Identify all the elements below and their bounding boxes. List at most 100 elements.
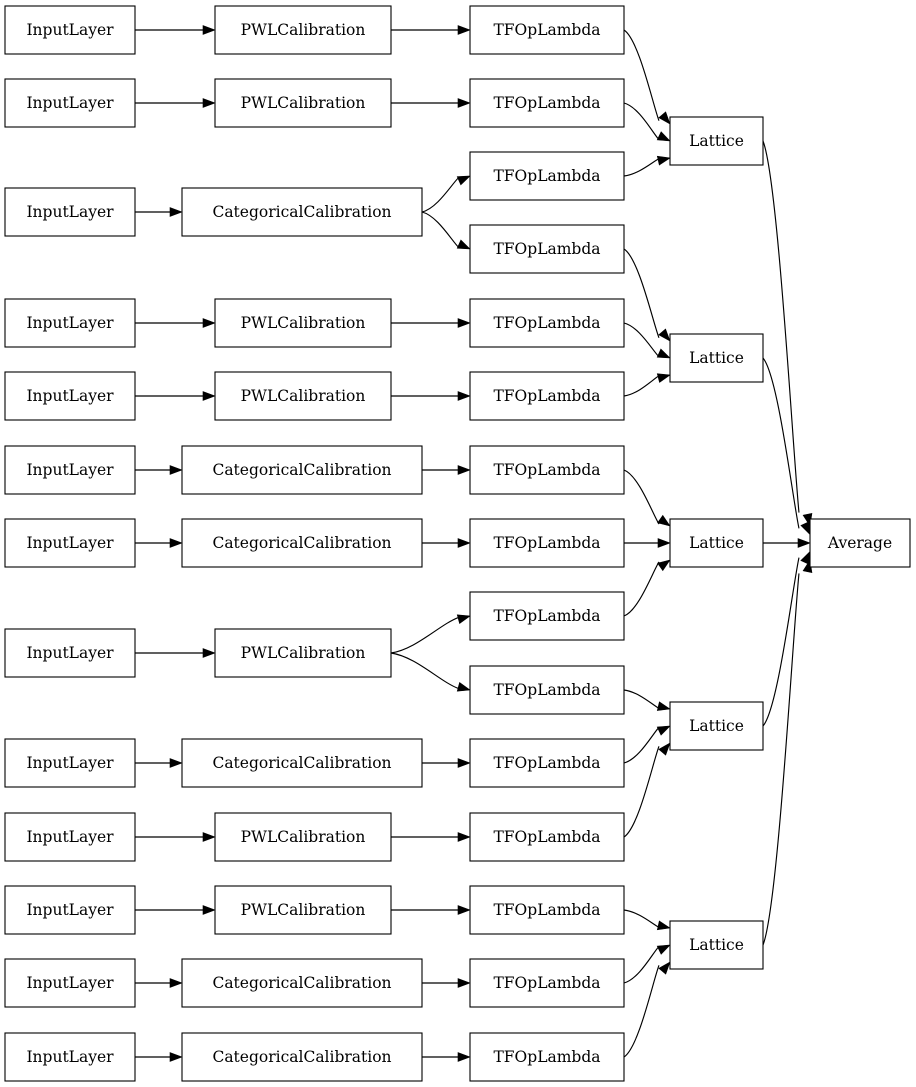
input-layer-node[interactable]: InputLayer <box>4 812 136 862</box>
tfoplambda-node-box[interactable] <box>469 151 625 201</box>
lattice-node[interactable]: Lattice <box>669 116 764 166</box>
input-layer-node-box[interactable] <box>4 812 136 862</box>
input-layer-node[interactable]: InputLayer <box>4 958 136 1008</box>
input-layer-node-box[interactable] <box>4 1032 136 1082</box>
calibration-node-box[interactable] <box>181 958 423 1008</box>
input-layer-node-box[interactable] <box>4 187 136 237</box>
calibration-node-box[interactable] <box>214 628 392 678</box>
input-layer-node-label: InputLayer <box>26 387 114 405</box>
calibration-node-box[interactable] <box>214 371 392 421</box>
calibration-node[interactable]: PWLCalibration <box>214 5 392 55</box>
calibration-node[interactable]: CategoricalCalibration <box>181 958 423 1008</box>
input-layer-node[interactable]: InputLayer <box>4 187 136 237</box>
input-layer-node[interactable]: InputLayer <box>4 738 136 788</box>
calibration-node-box[interactable] <box>214 78 392 128</box>
tfoplambda-node[interactable]: TFOpLambda <box>469 5 625 55</box>
input-layer-node[interactable]: InputLayer <box>4 1032 136 1082</box>
tfoplambda-node-box[interactable] <box>469 78 625 128</box>
input-layer-node[interactable]: InputLayer <box>4 298 136 348</box>
lattice-node[interactable]: Lattice <box>669 518 764 568</box>
tfoplambda-node[interactable]: TFOpLambda <box>469 445 625 495</box>
tfoplambda-node-box[interactable] <box>469 1032 625 1082</box>
input-layer-node[interactable]: InputLayer <box>4 518 136 568</box>
tfoplambda-node-box[interactable] <box>469 445 625 495</box>
calibration-node[interactable]: CategoricalCalibration <box>181 187 423 237</box>
tfoplambda-node-box[interactable] <box>469 738 625 788</box>
tfoplambda-node-box[interactable] <box>469 298 625 348</box>
tfoplambda-node[interactable]: TFOpLambda <box>469 298 625 348</box>
tfoplambda-node[interactable]: TFOpLambda <box>469 885 625 935</box>
calibration-node-box[interactable] <box>181 738 423 788</box>
calibration-node[interactable]: CategoricalCalibration <box>181 1032 423 1082</box>
tfoplambda-node-box[interactable] <box>469 371 625 421</box>
calibration-node-label: CategoricalCalibration <box>212 1048 391 1066</box>
tfoplambda-node[interactable]: TFOpLambda <box>469 224 625 274</box>
calibration-node-box[interactable] <box>214 5 392 55</box>
tfoplambda-node-box[interactable] <box>469 958 625 1008</box>
input-layer-node-box[interactable] <box>4 738 136 788</box>
input-layer-node-box[interactable] <box>4 298 136 348</box>
lattice-node[interactable]: Lattice <box>669 701 764 751</box>
tfoplambda-node-box[interactable] <box>469 591 625 641</box>
input-layer-node[interactable]: InputLayer <box>4 371 136 421</box>
tfoplambda-node[interactable]: TFOpLambda <box>469 812 625 862</box>
lattice-node-box[interactable] <box>669 333 764 383</box>
tfoplambda-node-box[interactable] <box>469 224 625 274</box>
input-layer-node-box[interactable] <box>4 518 136 568</box>
calibration-node-box[interactable] <box>181 518 423 568</box>
arrowhead-icon <box>656 373 671 383</box>
calibration-node[interactable]: CategoricalCalibration <box>181 738 423 788</box>
calibration-node[interactable]: PWLCalibration <box>214 628 392 678</box>
average-node-box[interactable] <box>809 518 911 568</box>
input-layer-node-box[interactable] <box>4 885 136 935</box>
tfoplambda-node[interactable]: TFOpLambda <box>469 518 625 568</box>
lattice-node[interactable]: Lattice <box>669 920 764 970</box>
tfoplambda-node[interactable]: TFOpLambda <box>469 738 625 788</box>
calibration-node[interactable]: PWLCalibration <box>214 885 392 935</box>
lattice-node-box[interactable] <box>669 116 764 166</box>
tfoplambda-node[interactable]: TFOpLambda <box>469 665 625 715</box>
calibration-node[interactable]: PWLCalibration <box>214 371 392 421</box>
calibration-node-box[interactable] <box>214 812 392 862</box>
input-layer-node-box[interactable] <box>4 628 136 678</box>
tfoplambda-node[interactable]: TFOpLambda <box>469 1032 625 1082</box>
calibration-node-box[interactable] <box>214 885 392 935</box>
lattice-node-box[interactable] <box>669 920 764 970</box>
input-layer-node[interactable]: InputLayer <box>4 628 136 678</box>
lattice-node-box[interactable] <box>669 518 764 568</box>
calibration-node[interactable]: PWLCalibration <box>214 78 392 128</box>
calibration-node-box[interactable] <box>181 1032 423 1082</box>
calibration-node[interactable]: PWLCalibration <box>214 298 392 348</box>
edge-lam0-to-lat0 <box>623 29 660 121</box>
input-layer-node-box[interactable] <box>4 958 136 1008</box>
input-layer-node[interactable]: InputLayer <box>4 78 136 128</box>
input-layer-node[interactable]: InputLayer <box>4 445 136 495</box>
input-layer-node-box[interactable] <box>4 5 136 55</box>
average-node[interactable]: Average <box>809 518 911 568</box>
calibration-node[interactable]: CategoricalCalibration <box>181 518 423 568</box>
calibration-node[interactable]: CategoricalCalibration <box>181 445 423 495</box>
input-layer-node-box[interactable] <box>4 371 136 421</box>
tfoplambda-node[interactable]: TFOpLambda <box>469 958 625 1008</box>
calibration-node-box[interactable] <box>214 298 392 348</box>
tfoplambda-node-box[interactable] <box>469 518 625 568</box>
arrowhead-icon <box>457 538 471 548</box>
tfoplambda-node-box[interactable] <box>469 5 625 55</box>
tfoplambda-node[interactable]: TFOpLambda <box>469 591 625 641</box>
input-layer-node[interactable]: InputLayer <box>4 885 136 935</box>
calibration-node[interactable]: PWLCalibration <box>214 812 392 862</box>
tfoplambda-node-box[interactable] <box>469 885 625 935</box>
input-layer-node-box[interactable] <box>4 78 136 128</box>
lattice-node-box[interactable] <box>669 701 764 751</box>
tfoplambda-node[interactable]: TFOpLambda <box>469 151 625 201</box>
input-layer-node-box[interactable] <box>4 445 136 495</box>
tfoplambda-node-box[interactable] <box>469 812 625 862</box>
lattice-node[interactable]: Lattice <box>669 333 764 383</box>
input-layer-node[interactable]: InputLayer <box>4 5 136 55</box>
tfoplambda-node[interactable]: TFOpLambda <box>469 78 625 128</box>
tfoplambda-node-box[interactable] <box>469 665 625 715</box>
tfoplambda-node[interactable]: TFOpLambda <box>469 371 625 421</box>
tfoplambda-node-label: TFOpLambda <box>493 21 600 39</box>
calibration-node-box[interactable] <box>181 445 423 495</box>
calibration-node-box[interactable] <box>181 187 423 237</box>
